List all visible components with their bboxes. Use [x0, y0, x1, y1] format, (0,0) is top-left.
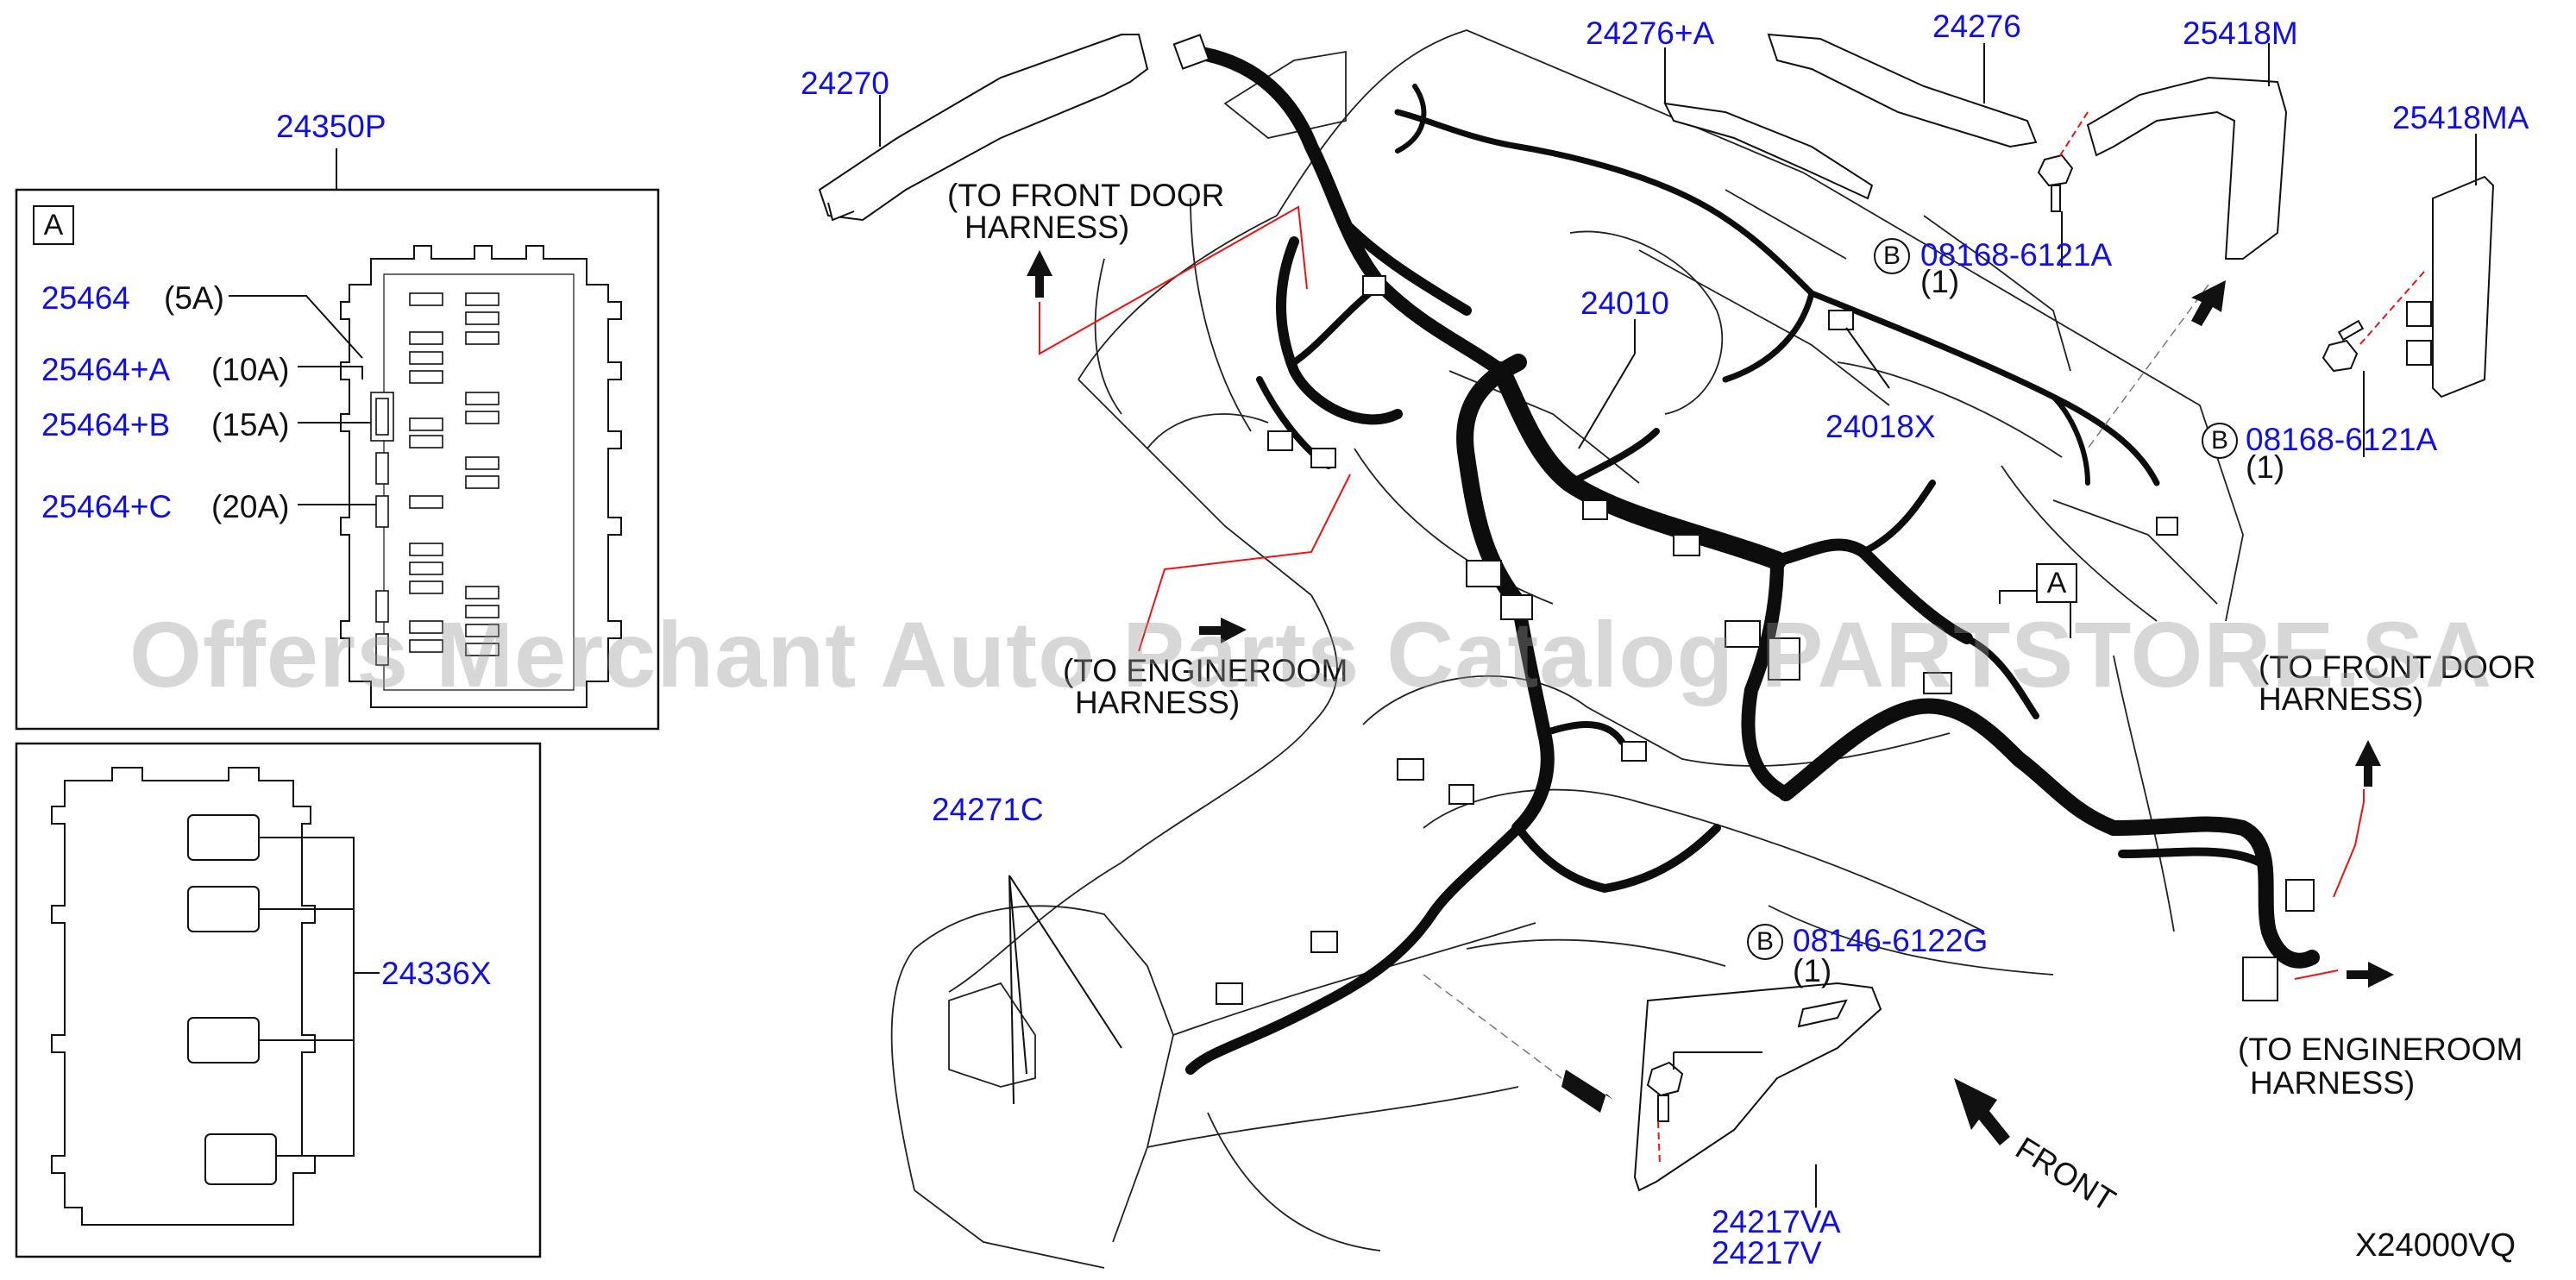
- bolt-part-1[interactable]: 08168-6121A: [2246, 422, 2438, 457]
- arrows: [1027, 250, 2394, 1145]
- relay-modules: [187, 814, 277, 1185]
- figure-code: X24000VQ: [2355, 1227, 2516, 1264]
- part-24276a[interactable]: 24276+A: [1586, 16, 1715, 51]
- relay-box-frame: [15, 742, 542, 1258]
- fuse-box-part-number[interactable]: 24350P: [276, 109, 386, 144]
- fuse-part-0[interactable]: 25464: [41, 280, 130, 316]
- note-engineroom-left-line1: (TO ENGINEROOM: [1063, 653, 1348, 688]
- note-front-door-right-line1: (TO FRONT DOOR: [2259, 649, 2536, 685]
- bolt-qty-0: (1): [1920, 264, 1960, 299]
- note-engineroom-right-line1: (TO ENGINEROOM: [2238, 1032, 2523, 1067]
- part-24271c[interactable]: 24271C: [932, 792, 1044, 827]
- body-outline: [890, 29, 2244, 1269]
- part-24217va[interactable]: 24217VA: [1712, 1204, 1841, 1239]
- part-25418ma[interactable]: 25418MA: [2392, 100, 2529, 135]
- part-24270[interactable]: 24270: [801, 66, 889, 101]
- watermark: Offers Merchant Auto Parts Catalog PARTS…: [129, 602, 2493, 706]
- fuse-rating-3: (20A): [211, 489, 290, 524]
- fuse-rating-0: (5A): [164, 280, 224, 316]
- fuse-part-3[interactable]: 25464+C: [41, 489, 173, 524]
- part-25418m[interactable]: 25418M: [2183, 16, 2298, 51]
- part-24010[interactable]: 24010: [1580, 285, 1669, 321]
- brackets: [818, 33, 2495, 1192]
- bolt-qty-2: (1): [1793, 953, 1832, 988]
- bolt-symbol-0: B: [1874, 238, 1910, 274]
- bolt-qty-1: (1): [2246, 449, 2285, 485]
- note-front-door-left-line2: HARNESS): [964, 210, 1130, 245]
- bolt-symbol-1: B: [2202, 423, 2238, 459]
- part-24018x[interactable]: 24018X: [1825, 409, 1936, 444]
- relay-part-number[interactable]: 24336X: [381, 956, 492, 991]
- fuse-rating-1: (10A): [211, 352, 290, 387]
- fuse-slots: [370, 292, 499, 666]
- view-label-a: A: [33, 205, 74, 245]
- note-engineroom-left-line2: HARNESS): [1075, 685, 1241, 720]
- part-24217v[interactable]: 24217V: [1712, 1235, 1822, 1271]
- fuse-part-1[interactable]: 25464+A: [41, 352, 171, 387]
- note-front-door-right-line2: HARNESS): [2259, 681, 2424, 717]
- bolt-shapes: [1646, 154, 2365, 1122]
- red-callouts: [1039, 111, 2425, 1165]
- bolt-part-2[interactable]: 08146-6122G: [1793, 923, 1989, 958]
- note-engineroom-right-line2: HARNESS): [2250, 1065, 2416, 1101]
- bolt-part-0[interactable]: 08168-6121A: [1920, 237, 2113, 273]
- fuse-rating-2: (15A): [211, 407, 290, 442]
- leaders: [879, 43, 2477, 1208]
- note-front-door-left-line1: (TO FRONT DOOR: [947, 178, 1225, 213]
- bolt-symbol-2: B: [1747, 924, 1783, 960]
- view-marker-a: A: [2036, 563, 2077, 603]
- part-24276[interactable]: 24276: [1932, 9, 2021, 44]
- fuse-part-2[interactable]: 25464+B: [41, 407, 171, 442]
- connectors: [1172, 34, 2315, 1005]
